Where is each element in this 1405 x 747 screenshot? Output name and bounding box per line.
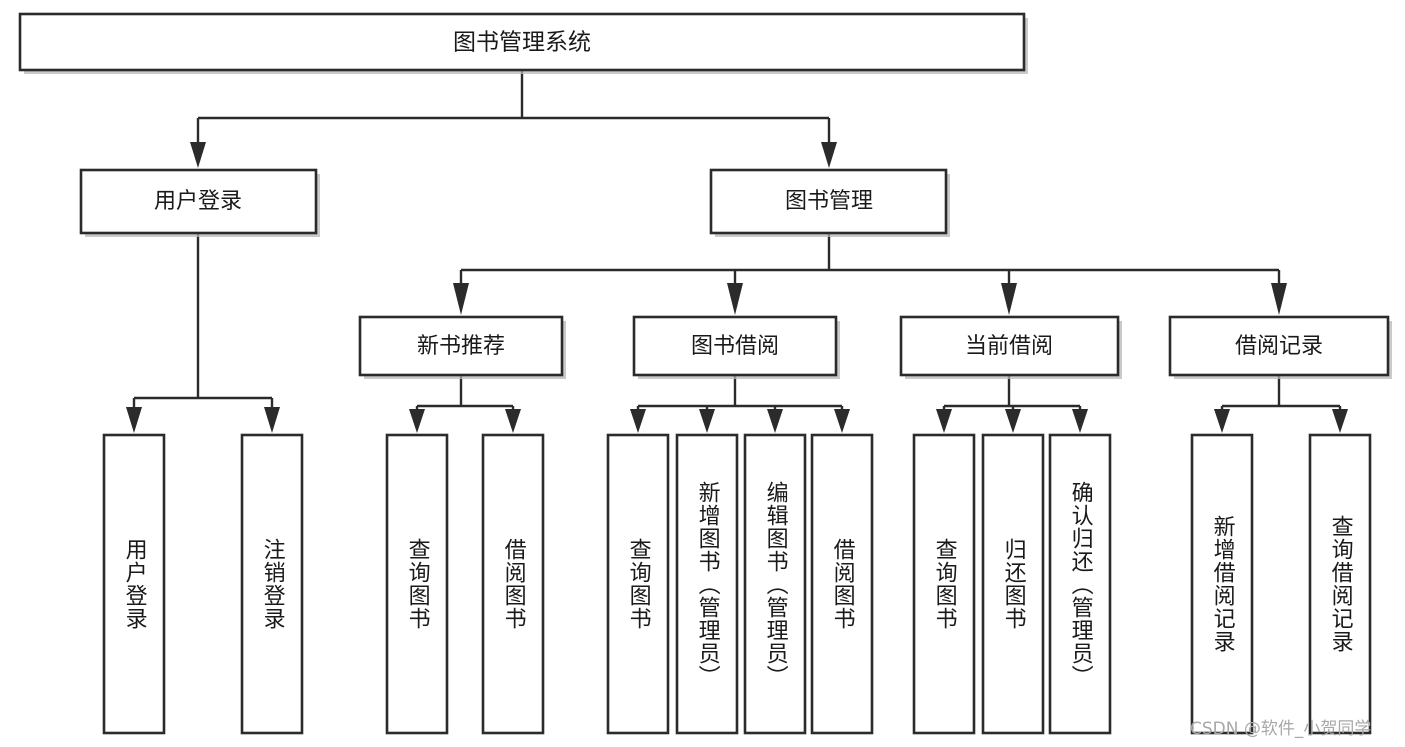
leaf-box-user-login[interactable]	[102, 433, 166, 735]
arrow-head-leaf-logout	[264, 407, 280, 433]
node-root-box[interactable]	[18, 12, 1026, 72]
node-root-label: 图书管理系统	[453, 30, 591, 56]
node-borrow-record-box[interactable]	[1168, 315, 1390, 377]
connector-group-newbookrec-to-leaves	[409, 375, 521, 433]
leaf-box-bb-query-book[interactable]	[606, 433, 670, 735]
arrow-head-user-login	[190, 142, 206, 168]
node-root[interactable]: 图书管理系统	[18, 12, 1028, 74]
arrow-head-book-mgmt	[821, 142, 837, 168]
connector-group-bookmgmt-to-level3	[453, 233, 1287, 315]
arrow-head-new-book-rec	[453, 283, 469, 315]
arrow-head-cb-confirm	[1072, 409, 1088, 433]
leaf-box-cb-confirm-return[interactable]	[1048, 433, 1112, 735]
leaf-box-logout[interactable]	[240, 433, 304, 735]
arrow-head-book-borrow	[727, 283, 743, 315]
node-current-borrow-box[interactable]	[899, 315, 1120, 377]
arrow-head-nbr-borrow	[505, 409, 521, 433]
leaf-box-bb-edit-book[interactable]	[743, 433, 807, 735]
node-book-management-label: 图书管理	[785, 189, 873, 214]
arrow-head-current-borrow	[1001, 283, 1017, 315]
arrow-head-nbr-query	[409, 409, 425, 433]
node-new-book-recommend-label: 新书推荐	[417, 334, 505, 359]
arrow-head-bb-edit	[767, 409, 783, 433]
arrow-head-cb-query	[936, 409, 952, 433]
connector-group-currentborrow-to-leaves	[936, 375, 1088, 433]
arrow-head-br-add	[1214, 409, 1230, 433]
node-current-borrow[interactable]: 当前借阅	[899, 315, 1122, 379]
arrow-head-br-query	[1332, 409, 1348, 433]
leaf-box-br-query-record[interactable]	[1308, 433, 1372, 735]
node-book-borrow[interactable]: 图书借阅	[632, 315, 840, 379]
leaf-boxes	[102, 433, 1372, 735]
node-borrow-record-label: 借阅记录	[1235, 334, 1323, 359]
node-current-borrow-label: 当前借阅	[965, 334, 1053, 359]
leaf-box-bb-borrow-book[interactable]	[810, 433, 874, 735]
connector-group-borrowrecord-to-leaves	[1214, 375, 1348, 433]
arrow-head-bb-add	[699, 409, 715, 433]
leaf-box-cb-query-book[interactable]	[912, 433, 976, 735]
connector-group-bookborrow-to-leaves	[630, 375, 850, 433]
node-book-borrow-box[interactable]	[632, 315, 838, 377]
node-user-login-box[interactable]	[79, 168, 318, 235]
arrow-head-leaf-user-login	[126, 407, 142, 433]
node-book-management[interactable]: 图书管理	[709, 168, 950, 237]
arrow-head-cb-return	[1005, 409, 1021, 433]
leaf-box-cb-return-book[interactable]	[981, 433, 1045, 735]
node-book-borrow-label: 图书借阅	[691, 334, 779, 359]
leaf-box-br-add-record[interactable]	[1190, 433, 1254, 735]
arrow-head-bb-borrow	[834, 409, 850, 433]
node-user-login[interactable]: 用户登录	[79, 168, 320, 237]
node-user-login-label: 用户登录	[154, 189, 242, 214]
leaf-box-bb-add-book[interactable]	[675, 433, 739, 735]
arrow-head-bb-query	[630, 409, 646, 433]
arrow-head-borrow-record	[1271, 283, 1287, 315]
node-new-book-recommend[interactable]: 新书推荐	[358, 315, 566, 379]
connector-group-root-to-level2	[190, 70, 837, 168]
connector-group-userlogin-to-leaves	[126, 233, 280, 433]
node-new-book-recommend-box[interactable]	[358, 315, 564, 377]
leaf-box-nbr-borrow-book[interactable]	[481, 433, 545, 735]
node-book-management-box[interactable]	[709, 168, 948, 235]
node-borrow-record[interactable]: 借阅记录	[1168, 315, 1392, 379]
leaf-box-nbr-query-book[interactable]	[385, 433, 449, 735]
